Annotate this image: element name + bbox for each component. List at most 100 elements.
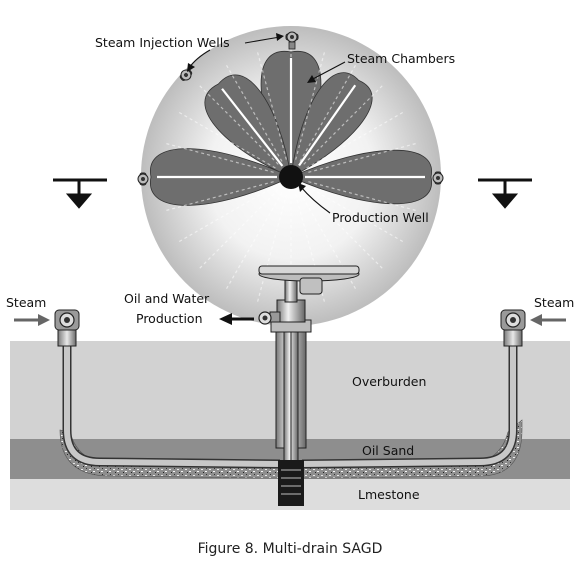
radial-tick [267,213,271,217]
radial-tick [251,153,255,157]
radial-tick [224,193,228,196]
radial-tick [353,285,357,290]
radial-tick [269,98,272,102]
radial-tick [400,205,405,208]
radial-tick [272,110,275,114]
radial-tick [224,110,228,114]
radial-tick [243,254,247,258]
radial-tick [320,206,324,210]
radial-tick [212,196,216,199]
radial-tick [309,104,311,108]
radial-tick [320,144,324,148]
radial-tick [309,246,311,250]
radial-tick [328,136,332,140]
radial-tick [199,265,203,269]
radial-tick [363,218,367,222]
radial-tick [325,185,329,188]
radial-tick [316,148,320,152]
radial-tick [258,122,262,126]
radial-tick [233,119,237,123]
radial-tick [271,246,273,250]
radial-tick [256,194,261,198]
radial-tick [304,121,307,125]
radial-tick [276,153,280,157]
radial-tick [270,181,274,184]
radial-tick [362,102,366,106]
radial-tick [218,157,222,159]
radial-tick [319,167,324,170]
radial-tick [373,224,378,228]
radial-tick [283,200,286,204]
radial-tick [310,98,313,102]
radial-tick [201,152,205,155]
radial-tick [384,230,388,234]
radial-tick [262,148,266,152]
radial-tick [394,114,398,118]
radial-tick [310,252,313,256]
radial-tick [395,147,399,150]
radial-tick [264,218,268,222]
radial-tick [220,135,224,139]
radial-tick [377,152,381,155]
section-marker-icon [53,178,107,209]
radial-tick [371,153,376,156]
radial-tick [299,158,303,162]
radial-tick [267,92,270,97]
radial-tick [194,230,198,234]
radial-tick [321,292,324,296]
radial-tick [235,161,239,164]
radial-tick [225,212,229,216]
radial-tick [389,117,393,121]
radial-tick [375,261,379,265]
radial-tick [307,110,310,114]
radial-tick [241,163,245,166]
radial-tick [302,127,305,131]
steam-in-left-arrow-icon [14,314,50,326]
radial-tick [234,80,238,84]
radial-tick [379,227,383,231]
radial-tick [220,244,224,248]
steam-chamber-petal [290,72,373,178]
radial-tick [228,280,232,284]
radial-tick [344,80,348,84]
radial-tick [271,193,275,197]
radial-tick [254,210,258,214]
radial-tick [264,169,268,172]
radial-tick [225,285,229,290]
radial-tick [329,244,333,248]
radial-tick [189,117,193,121]
radial-tick [274,115,277,120]
radial-tick [412,209,416,211]
radial-tick [255,233,259,238]
radial-tick [199,227,203,231]
radial-tick [261,127,265,131]
radial-tick [210,221,214,225]
radial-tick [299,211,302,215]
radial-tick [275,229,278,233]
radial-tick [358,135,362,139]
radial-tick [337,223,341,227]
radial-tick [246,249,250,253]
radial-tick [252,111,256,115]
radial-tick [349,115,353,119]
radial-tick [323,233,327,238]
radial-tick [332,150,336,154]
left-drain-pipe [62,345,281,469]
radial-tick [278,133,281,137]
radial-tick [240,90,244,95]
radial-tick [216,248,220,252]
radial-tick [379,265,383,269]
radial-tick [272,165,276,169]
radial-tick [317,223,321,227]
radial-tick [305,148,309,152]
radial-tick [341,123,345,127]
radial-tick [228,70,232,74]
radial-tick [348,191,353,194]
radial-tick [316,191,320,195]
label-steam-right: Steam [534,295,574,310]
radial-tick [272,185,276,189]
radial-tick [212,155,216,158]
radial-tick [247,187,251,190]
radial-tick [395,204,399,207]
